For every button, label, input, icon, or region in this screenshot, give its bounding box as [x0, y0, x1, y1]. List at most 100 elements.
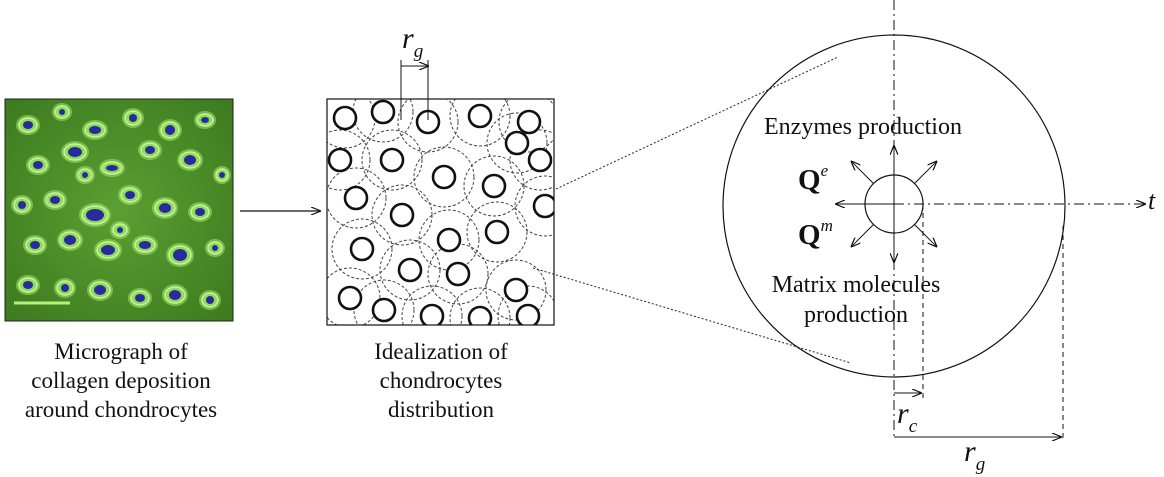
territorial-matrix-circle	[379, 239, 441, 301]
t-label: t	[1148, 186, 1155, 216]
chondrocyte-cell	[436, 227, 462, 253]
chondrocyte-cell	[467, 103, 493, 129]
micrograph-nucleus	[89, 126, 101, 134]
micrograph-caption-line-2: collagen deposition	[31, 368, 211, 393]
territorial-matrix-circle	[397, 99, 459, 153]
territorial-matrix-circle	[498, 99, 554, 153]
micrograph-nucleus	[212, 245, 218, 251]
chondrocyte-cell	[516, 109, 542, 135]
idealization-panel	[326, 98, 555, 326]
idealization-caption: Idealization of chondrocytes distributio…	[334, 337, 548, 424]
production-arrows	[836, 146, 936, 262]
chondrocyte-cell	[327, 147, 353, 173]
micrograph-nucleus	[106, 165, 118, 171]
chondrocyte-cell	[349, 236, 375, 262]
micrograph-caption-line-1: Micrograph of	[54, 339, 188, 364]
micrograph-nucleus	[23, 121, 33, 129]
chondrocyte-cell	[467, 305, 493, 325]
micrograph-nucleus	[125, 191, 135, 199]
micrograph-nucleus	[50, 196, 60, 204]
matrix-label-line-1: Matrix molecules	[771, 272, 941, 298]
territorial-matrix-circle	[327, 267, 381, 325]
micrograph-nucleus	[94, 285, 106, 295]
territorial-matrix-circle	[449, 287, 511, 325]
territorial-matrix-circle	[463, 155, 525, 217]
micrograph-nucleus	[61, 284, 69, 292]
rg-large-g: g	[975, 454, 986, 475]
territorial-matrix-circle	[353, 279, 415, 325]
rc-label: rc	[897, 397, 917, 437]
chondrocyte-cell	[504, 130, 530, 156]
territorial-matrix-circle	[449, 99, 511, 147]
matrix-label: Matrix molecules production	[756, 270, 956, 330]
rg-large-r: r	[964, 435, 976, 468]
micrograph-nucleus	[117, 227, 123, 233]
production-arrow	[852, 224, 874, 247]
micrograph-nucleus	[59, 109, 65, 115]
micrograph-image	[4, 98, 234, 322]
qm-q: Q	[798, 219, 821, 251]
matrix-label-line-2: production	[804, 302, 908, 328]
rc-c: c	[908, 416, 918, 437]
chondrocyte-cell	[337, 285, 363, 311]
idealization-caption-line-2: chondrocytes	[379, 368, 503, 393]
micrograph-nucleus	[101, 245, 115, 255]
rg-dimension-small	[400, 60, 428, 120]
territorial-matrix-circle	[514, 175, 554, 237]
territorial-matrix-circle	[352, 99, 414, 143]
micrograph-nucleus	[184, 155, 196, 165]
rg-small-g: g	[413, 41, 424, 62]
micrograph-nucleus	[139, 241, 151, 249]
territorial-matrix-circle	[466, 201, 528, 263]
chondrocyte-cell	[371, 297, 397, 323]
micrograph-nucleus	[64, 235, 76, 245]
micrograph-nucleus	[86, 209, 104, 221]
chondrocyte-cell	[389, 202, 415, 228]
production-arrow	[852, 162, 874, 184]
micrograph-nucleus	[30, 241, 40, 249]
chondrocyte-cell	[419, 303, 445, 325]
micrograph-nucleus	[33, 161, 43, 169]
micrograph-nucleus	[169, 290, 181, 300]
micrograph-nucleus	[129, 114, 137, 122]
micrograph-nucleus	[18, 201, 26, 209]
chondrocyte-cell	[332, 105, 358, 131]
micrograph-caption-line-3: around chondrocytes	[24, 397, 218, 422]
qe-e: e	[820, 161, 829, 180]
micrograph-nucleus	[206, 296, 214, 304]
territorial-matrix-circle	[413, 146, 475, 208]
micrograph-nucleus	[135, 294, 145, 302]
rc-r: r	[897, 397, 909, 430]
territorial-matrix-circle	[361, 129, 423, 191]
micrograph-nucleus	[173, 249, 187, 261]
chondrocyte-cell	[370, 99, 396, 125]
micrograph-nucleus	[82, 172, 88, 178]
production-arrow	[914, 224, 937, 247]
chondrocyte-cell	[445, 261, 471, 287]
chondrocyte-cell	[484, 219, 510, 245]
chondrocyte-cell	[397, 257, 423, 283]
territorial-matrix-circle	[371, 184, 433, 246]
chondrocyte-cell	[527, 147, 553, 173]
qe-label: Qe	[798, 161, 829, 197]
idealization-caption-line-3: distribution	[387, 397, 495, 422]
qm-m: m	[820, 216, 833, 235]
rg-label-large: rg	[964, 435, 985, 475]
chondrocyte-cell	[503, 277, 529, 303]
t-text: t	[1148, 186, 1156, 215]
micrograph-nucleus	[165, 125, 175, 135]
territorial-matrix-circle	[401, 285, 463, 325]
territorial-matrix-circle	[331, 218, 393, 280]
micrograph-nucleus	[159, 203, 171, 213]
qe-q: Q	[798, 164, 821, 196]
micrograph-nucleus	[23, 281, 33, 289]
production-arrow	[914, 162, 937, 184]
micrograph-caption: Micrograph of collagen deposition around…	[8, 337, 234, 424]
rg-label-small: rg	[402, 22, 423, 62]
territorial-matrix-circle	[327, 129, 371, 191]
micrograph-nucleus	[195, 208, 205, 216]
chondrocyte-cell	[515, 303, 541, 325]
territorial-matrix-circle	[497, 285, 554, 325]
chondrocyte-cell	[343, 185, 369, 211]
qm-label: Qm	[798, 216, 833, 252]
